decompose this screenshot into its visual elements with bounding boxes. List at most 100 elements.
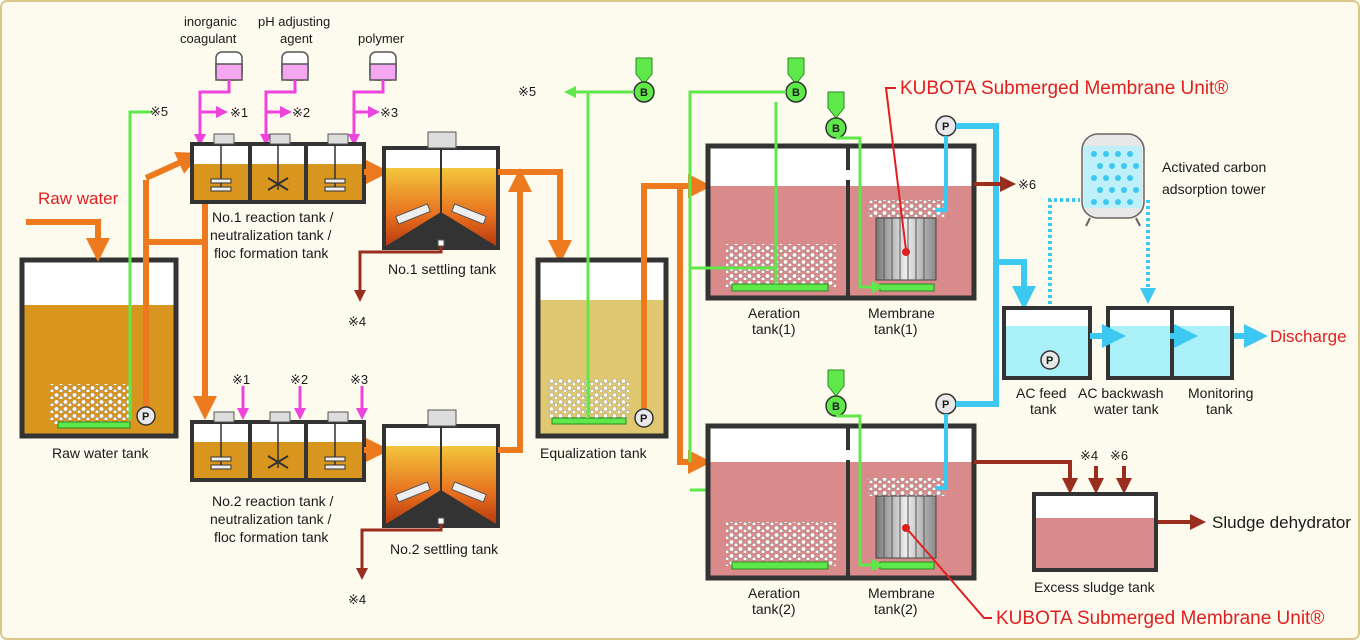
no2-reaction-tank	[190, 411, 366, 482]
raw-water-label: Raw water	[38, 189, 119, 208]
ac-feed-label-2: tank	[1030, 401, 1057, 417]
raw-water-tank-label: Raw water tank	[52, 445, 149, 461]
kubota-pointer-dot-bottom	[902, 524, 910, 532]
ph-adjusting-label-1: pH adjusting	[258, 14, 330, 29]
no2-settling-tank	[382, 409, 500, 528]
aeration-air-header	[688, 90, 786, 462]
sludge-dehydrator-label: Sludge dehydrator	[1212, 513, 1351, 532]
blower-equalization: B	[633, 57, 655, 103]
excess-sludge-tank	[1032, 492, 1158, 572]
tank2-sludge-line	[974, 460, 1078, 494]
inorganic-coagulant-tank-icon	[215, 51, 243, 81]
discharge-label: Discharge	[1270, 327, 1347, 346]
aeration1-label-2: tank(1)	[752, 321, 796, 337]
svg-text:P: P	[640, 413, 647, 425]
settling2-to-equalization-pipe	[498, 168, 532, 453]
monitoring-tank	[1170, 306, 1234, 380]
monitoring-label-2: tank	[1206, 401, 1233, 417]
membrane2-permeate-line	[936, 414, 948, 490]
membrane1-permeate-line	[936, 136, 948, 212]
ac-backwash-label-2: water tank	[1093, 401, 1160, 417]
membrane1-air-line	[836, 136, 884, 293]
permeate2-to-acfeed-pipe	[956, 262, 999, 407]
no2-reaction-label-3: floc formation tank	[214, 529, 329, 545]
mark-5-equalization: ※5	[518, 84, 536, 99]
no2-reaction-label-2: neutralization tank /	[210, 511, 332, 527]
mark-1-bottom: ※1	[232, 372, 250, 387]
raw-to-reaction1-arrow	[144, 152, 201, 181]
no2-reaction-label-1: No.2 reaction tank /	[212, 493, 334, 509]
ph-agent-tank-icon	[281, 51, 309, 81]
svg-text:B: B	[640, 87, 648, 99]
kubota-pointer-top	[884, 87, 907, 251]
mark-4-sludge: ※4	[1080, 448, 1098, 463]
no1-reaction-label-1: No.1 reaction tank /	[212, 209, 334, 225]
ac-feed-pump: P	[1040, 350, 1060, 370]
no1-reaction-label-3: floc formation tank	[214, 245, 329, 261]
mark-1-top: ※1	[230, 105, 248, 120]
chemical-feed-lines-2	[237, 386, 368, 420]
activated-carbon-label-1: Activated carbon	[1162, 159, 1266, 175]
svg-text:B: B	[832, 123, 840, 135]
mark-2-top: ※2	[292, 105, 310, 120]
acfeed-to-tower-line	[1048, 198, 1080, 352]
aeration1-label-1: Aeration	[748, 305, 800, 321]
svg-text:P: P	[942, 399, 949, 411]
kubota-pointer-dot-top	[902, 248, 910, 256]
equalization-tank-label: Equalization tank	[540, 445, 648, 461]
settling2-sludge-line	[356, 524, 443, 580]
ph-adjusting-label-2: agent	[280, 31, 313, 46]
aeration2-label-2: tank(2)	[752, 601, 796, 617]
membrane1-label-1: Membrane	[868, 305, 935, 321]
kubota-pointer-bottom	[907, 529, 992, 619]
raw-water-pump: P	[136, 406, 156, 426]
mark-6-sludge: ※6	[1110, 448, 1128, 463]
excess-sludge-tank-label: Excess sludge tank	[1034, 579, 1156, 595]
kubota-unit-label-top: KUBOTA Submerged Membrane Unit®	[900, 78, 1228, 99]
activated-carbon-tower	[1081, 133, 1145, 227]
inorganic-coagulant-label-2: coagulant	[180, 31, 237, 46]
mark-6-tank1: ※6	[1018, 177, 1036, 192]
svg-text:P: P	[942, 121, 949, 133]
monitoring-label-1: Monitoring	[1188, 385, 1253, 401]
mark-2-bottom: ※2	[290, 372, 308, 387]
svg-text:B: B	[832, 401, 840, 413]
membrane2-label-1: Membrane	[868, 585, 935, 601]
equalization-to-aeration2-pipe	[677, 186, 712, 474]
equalization-pump: P	[634, 408, 654, 428]
ac-backwash-tank	[1106, 306, 1174, 380]
blower-aeration-top: B	[785, 57, 807, 103]
mark-5-raw: ※5	[150, 104, 168, 119]
aeration-membrane-tank-1	[705, 143, 977, 301]
raw-tank-air-line	[128, 110, 152, 420]
raw-water-inflow-arrow	[26, 219, 110, 262]
blower-membrane-1: B	[825, 91, 847, 139]
no1-settling-tank	[382, 131, 500, 250]
membrane2-label-2: tank(2)	[874, 601, 918, 617]
no1-reaction-tank	[190, 133, 366, 204]
svg-text:P: P	[1046, 355, 1053, 367]
chemical-feed-lines-1	[194, 80, 385, 146]
mark-3-bottom: ※3	[350, 372, 368, 387]
activated-carbon-label-2: adsorption tower	[1162, 181, 1266, 197]
mark-4-settling2: ※4	[348, 592, 366, 607]
svg-text:P: P	[142, 411, 149, 423]
mark-4-settling1: ※4	[348, 314, 366, 329]
membrane2-air-line	[836, 414, 884, 571]
raw-to-reaction2-pipe	[146, 239, 217, 420]
blower-membrane-2: B	[825, 369, 847, 417]
polymer-label: polymer	[358, 31, 405, 46]
no2-settling-label: No.2 settling tank	[390, 541, 499, 557]
aeration-membrane-tank-2	[705, 423, 977, 581]
membrane1-label-2: tank(1)	[874, 321, 918, 337]
mark-3-top: ※3	[380, 105, 398, 120]
no1-settling-label: No.1 settling tank	[388, 261, 497, 277]
no1-reaction-label-2: neutralization tank /	[210, 227, 332, 243]
polymer-tank-icon	[369, 51, 397, 81]
ac-backwash-label-1: AC backwash	[1078, 385, 1164, 401]
ac-feed-label-1: AC feed	[1016, 385, 1067, 401]
inorganic-coagulant-label-1: inorganic	[184, 14, 237, 29]
aeration2-label-1: Aeration	[748, 585, 800, 601]
